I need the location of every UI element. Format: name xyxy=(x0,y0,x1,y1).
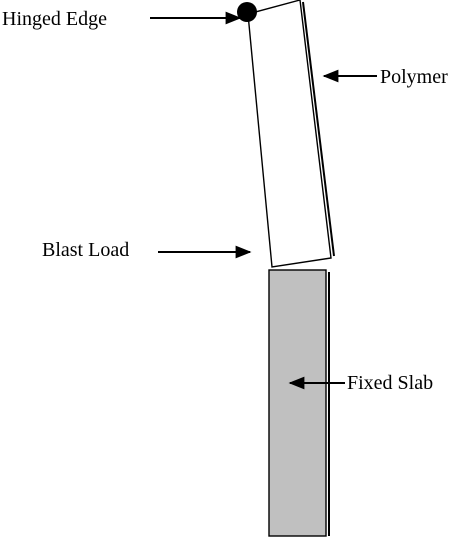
blast-load-label: Blast Load xyxy=(42,239,129,261)
fixed-slab-label: Fixed Slab xyxy=(347,372,433,394)
hinge-point xyxy=(237,2,257,22)
polymer-label: Polymer xyxy=(380,66,448,88)
fixed-slab xyxy=(268,269,327,537)
hinged-edge-label: Hinged Edge xyxy=(2,8,107,30)
hinged-panel xyxy=(247,0,332,268)
panel-polymer-layer xyxy=(302,1,335,257)
